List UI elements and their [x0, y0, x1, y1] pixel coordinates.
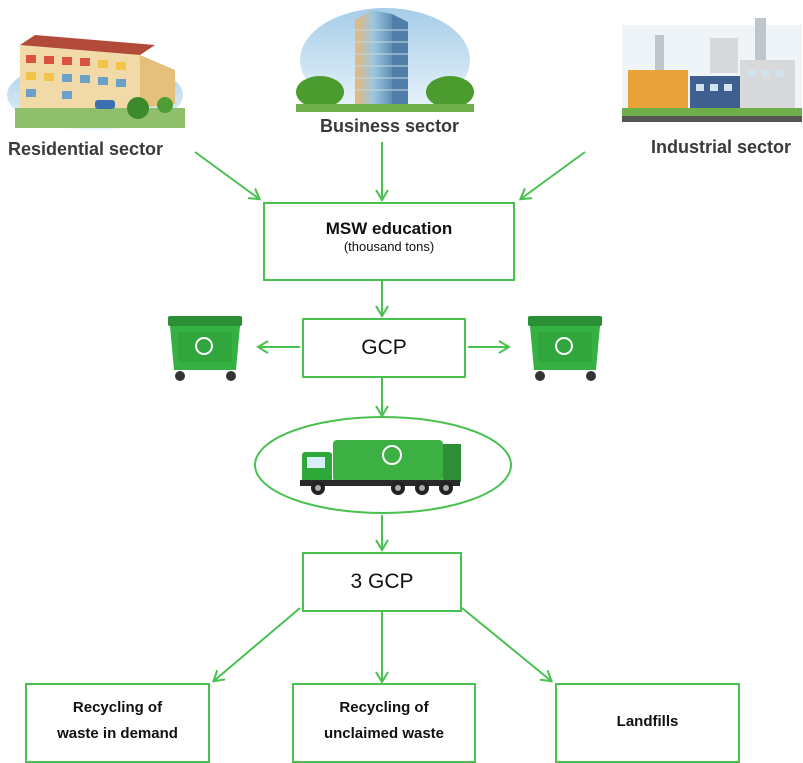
landfills-label: Landfills	[616, 713, 679, 730]
sector-arrows	[194, 142, 586, 202]
skyscraper-icon	[296, 8, 474, 112]
recycling-unclaimed-line1: Recycling of	[339, 699, 429, 716]
recycling-demand-box: Recycling of waste in demand	[25, 683, 210, 763]
landfills-box: Landfills	[555, 683, 740, 763]
factory-icon	[622, 18, 802, 122]
business-sector-label: Business sector	[320, 116, 460, 136]
msw-education-unit: (thousand tons)	[343, 239, 435, 254]
industrial-sector-label: Industrial sector	[651, 137, 792, 157]
recycling-demand-line1: Recycling of	[72, 699, 163, 716]
msw-education-title: MSW education	[325, 219, 453, 238]
recycling-unclaimed-line2: unclaimed waste	[323, 725, 445, 742]
apartment-building-icon	[7, 35, 185, 130]
garbage-truck-icon	[300, 440, 461, 495]
truck-ellipse	[254, 416, 512, 514]
gcp3-box: 3 GCP	[302, 552, 462, 612]
gcp-box: GCP	[302, 318, 466, 378]
gcp3-label: 3 GCP	[350, 570, 414, 593]
msw-education-box: MSW education (thousand tons)	[263, 202, 515, 281]
recycling-demand-line2: waste in demand	[57, 725, 178, 742]
residential-sector-label: Residential sector	[8, 139, 164, 159]
recycling-bin-icon	[528, 316, 602, 381]
recycling-unclaimed-box: Recycling of unclaimed waste	[292, 683, 476, 763]
gcp-label: GCP	[361, 336, 407, 359]
recycling-bin-icon	[168, 316, 242, 381]
flow-arrows	[211, 281, 554, 684]
